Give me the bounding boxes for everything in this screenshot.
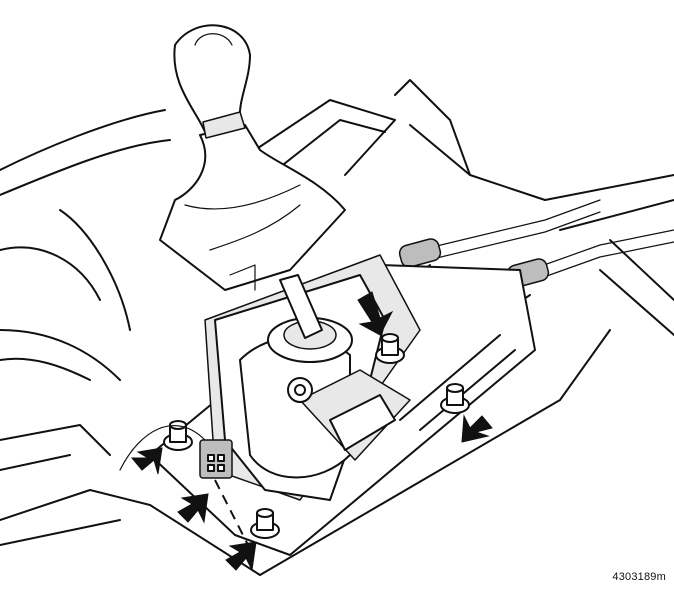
- bolt-right: [440, 383, 470, 414]
- bolt-center: [375, 333, 405, 364]
- electrical-connector: [119, 424, 233, 479]
- shift-lever: [279, 274, 323, 339]
- gear-knob: [173, 24, 251, 139]
- arrow-connector: [177, 493, 209, 524]
- callout-arrows: [130, 291, 493, 572]
- arrow-bottom-bolt: [225, 541, 257, 572]
- figure-reference-code: 4303189m: [612, 571, 666, 583]
- interior-background: [0, 79, 674, 576]
- arrow-right-bolt: [461, 414, 493, 443]
- gear-boot: [159, 124, 346, 291]
- bolt-bottom: [250, 508, 280, 539]
- arrow-left-bolt: [130, 447, 163, 475]
- dashed-guide-line: [214, 479, 249, 546]
- arrow-center-bolt: [357, 291, 394, 336]
- mounting-bolts: [163, 333, 470, 539]
- shifter-housing: [149, 254, 536, 556]
- bolt-left-upper: [163, 420, 193, 451]
